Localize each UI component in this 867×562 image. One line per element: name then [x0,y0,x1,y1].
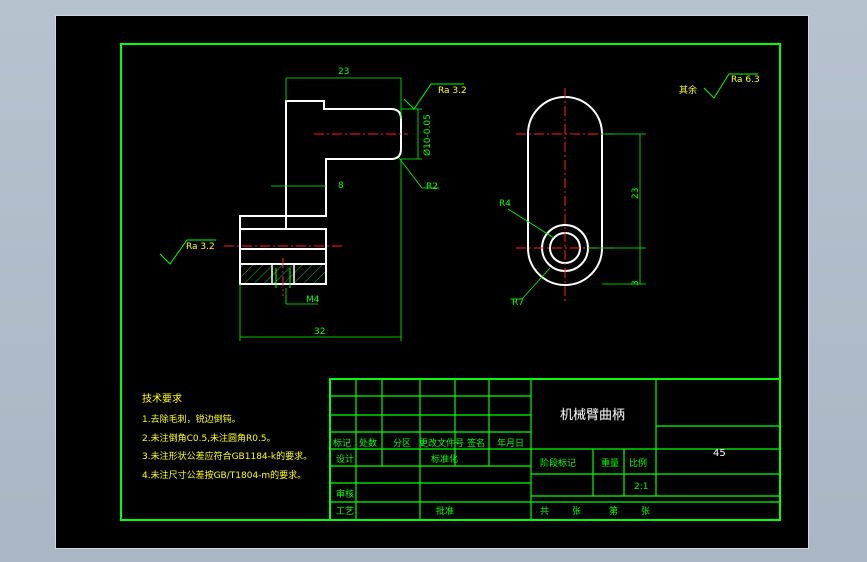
title-block: 机械臂曲柄 45 标记 处数 分区 更改文件号 签名 年月日 设计 标准化 阶段… [329,378,781,521]
roughness-symbol-top [403,83,464,110]
roughness-rest-label: 其余 [679,84,697,96]
dim-r4: R4 [499,199,511,209]
cad-drawing: 23 32 M4 8 Ø10-0.05 R2 Ra 3.2 Ra 3.2 [120,43,781,521]
label-change-doc: 更改文件号 [419,437,464,449]
label-zone: 分区 [393,438,411,449]
section-hatch-upper [239,100,402,230]
roughness-symbol-left [159,239,216,265]
dim-r2: R2 [426,182,438,192]
dim-8: 8 [338,181,344,191]
label-date: 年月日 [497,437,524,449]
label-scale: 比例 [629,457,647,469]
label-approve: 批准 [436,505,454,517]
dim-r7: R7 [512,298,524,308]
label-process: 工艺 [336,506,354,517]
note-3: 3.未注形状公差应符合GB1184-k的要求。 [142,450,312,462]
dim-side-3: 3 [631,280,641,286]
label-stage-mark: 阶段标记 [540,457,576,469]
dim-23: 23 [338,67,349,77]
label-total: 共 [540,506,549,517]
label-no: 第 [609,505,618,517]
roughness-symbol-rest [703,73,758,99]
drawing-viewport[interactable]: 23 32 M4 8 Ø10-0.05 R2 Ra 3.2 Ra 3.2 [55,15,809,549]
label-standardize: 标准化 [431,453,458,465]
label-sign: 签名 [467,437,485,449]
label-review: 审核 [336,488,354,500]
label-weight: 重量 [601,457,619,469]
note-4: 4.未注尺寸公差按GB/T1804-m的要求。 [142,469,306,481]
material: 45 [713,448,726,459]
section-hatch-lower [240,264,326,284]
part-name: 机械臂曲柄 [560,408,625,423]
section-view: 23 32 M4 8 Ø10-0.05 R2 Ra 3.2 Ra 3.2 [159,67,467,341]
label-mark: 标记 [333,437,351,449]
notes-title: 技术要求 [142,392,182,405]
roughness-left-label: Ra 3.2 [186,242,215,252]
dim-32: 32 [314,327,325,337]
tapped-hole-thread [275,268,291,288]
label-sheets: 张 [572,506,581,517]
note-2: 2.未注倒角C0.5,未注圆角R0.5。 [142,432,276,444]
dim-diameter: Ø10-0.05 [422,114,433,156]
dim-m4: M4 [306,295,320,305]
roughness-top-label: Ra 3.2 [438,86,467,96]
side-view: 23 3 R4 R7 [499,88,646,308]
roughness-rest-value: Ra 6.3 [731,75,760,85]
label-count: 处数 [359,437,377,449]
scale-value: 2:1 [634,482,648,492]
label-design: 设计 [336,453,354,465]
dim-side-23: 23 [631,188,641,199]
label-sheet: 张 [641,506,650,517]
note-1: 1.去除毛刺，锐边倒钝。 [142,413,241,425]
tapped-hole [271,264,295,284]
technical-notes: 技术要求 1.去除毛刺，锐边倒钝。 2.未注倒角C0.5,未注圆角R0.5。 3… [142,392,312,481]
